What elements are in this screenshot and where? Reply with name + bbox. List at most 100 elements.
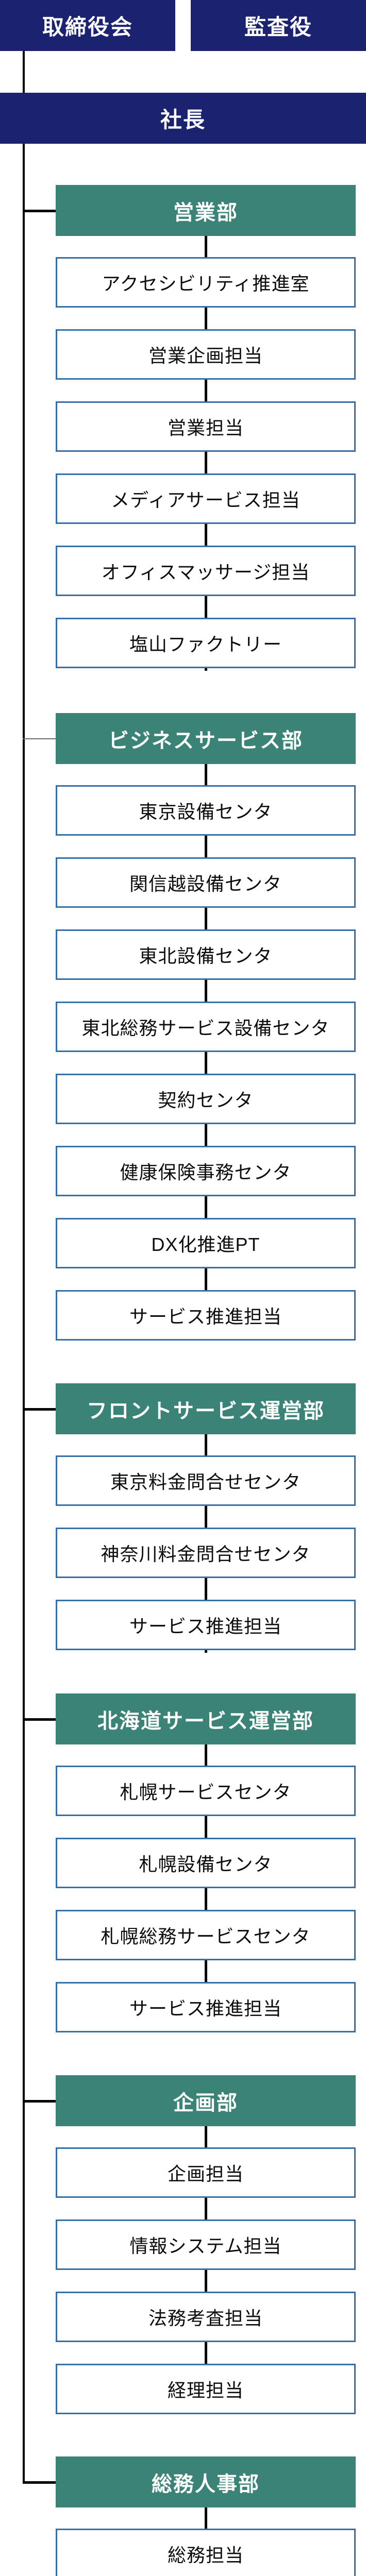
board-president-connector-line — [23, 51, 25, 93]
unit-connector-line — [205, 1816, 207, 1838]
unit-box: 営業企画担当 — [56, 329, 356, 380]
unit-box: 札幌設備センタ — [56, 1838, 356, 1888]
unit-box: サービス推進担当 — [56, 1600, 356, 1650]
unit-box: 東京料金問合せセンタ — [56, 1455, 356, 1506]
unit-box: 企画担当 — [56, 2147, 356, 2198]
unit-connector-line — [205, 2198, 207, 2219]
unit-box-label: オフィスマッサージ担当 — [101, 562, 310, 583]
unit-connector-line — [205, 1124, 207, 1146]
auditor-box: 監査役 — [191, 0, 366, 51]
unit-box-label: 札幌サービスセンタ — [120, 1782, 292, 1803]
unit-box: 関信越設備センタ — [56, 857, 356, 908]
unit-box-label: 総務担当 — [167, 2545, 244, 2566]
unit-box-label: 営業担当 — [167, 417, 244, 438]
tail-stub-line — [205, 668, 207, 671]
department-header: 営業部 — [56, 185, 356, 236]
unit-connector-line — [205, 1888, 207, 1910]
unit-connector-line — [205, 2342, 207, 2364]
unit-box: 経理担当 — [56, 2364, 356, 2414]
unit-box-label: 東京設備センタ — [139, 801, 273, 822]
unit-box: 神奈川料金問合せセンタ — [56, 1528, 356, 1578]
unit-box-label: 東北総務サービス設備センタ — [81, 1018, 330, 1039]
unit-box: 東京設備センタ — [56, 785, 356, 836]
branch-line — [23, 2481, 56, 2484]
unit-box-label: 関信越設備センタ — [129, 873, 282, 894]
unit-connector-line — [205, 308, 207, 329]
unit-box-label: DX化推進PT — [151, 1234, 260, 1255]
unit-box: アクセシビリティ推進室 — [56, 257, 356, 308]
unit-box-label: 東北設備センタ — [139, 945, 273, 967]
unit-box-label: 法務考査担当 — [148, 2308, 263, 2329]
unit-box-label: 企画担当 — [167, 2163, 244, 2184]
unit-box: 営業担当 — [56, 401, 356, 452]
unit-box: サービス推進担当 — [56, 1982, 356, 2032]
department-header: 総務人事部 — [56, 2456, 356, 2507]
unit-box-label: 札幌設備センタ — [139, 1854, 273, 1875]
department-header-label: ビジネスサービス部 — [108, 729, 303, 752]
unit-box-label: 情報システム担当 — [129, 2235, 282, 2257]
branch-line — [23, 1718, 56, 1721]
unit-connector-line — [205, 2270, 207, 2292]
department-header-label: 北海道サービス運営部 — [97, 1709, 314, 1733]
president-box: 社長 — [0, 93, 366, 144]
department-header-label: 営業部 — [173, 201, 238, 224]
unit-box-label: サービス推進担当 — [129, 1616, 282, 1637]
unit-connector-line — [205, 1268, 207, 1290]
unit-box: 法務考査担当 — [56, 2292, 356, 2342]
unit-connector-line — [205, 1506, 207, 1528]
unit-box-label: 塩山ファクトリー — [129, 634, 282, 655]
unit-box-label: 契約センタ — [158, 1090, 254, 1111]
unit-connector-line — [205, 524, 207, 546]
branch-line — [23, 2100, 56, 2103]
unit-connector-line — [205, 1578, 207, 1600]
unit-box: 塩山ファクトリー — [56, 618, 356, 668]
unit-box: 情報システム担当 — [56, 2219, 356, 2270]
department-header: 企画部 — [56, 2075, 356, 2126]
branch-line — [23, 1408, 56, 1411]
unit-box: 東北総務サービス設備センタ — [56, 1002, 356, 1052]
auditor-label: 監査役 — [244, 15, 312, 39]
unit-connector-line — [205, 2126, 207, 2147]
unit-box: オフィスマッサージ担当 — [56, 546, 356, 596]
department-header-label: フロントサービス運営部 — [87, 1399, 325, 1422]
department-header-label: 総務人事部 — [152, 2472, 260, 2496]
unit-box-label: サービス推進担当 — [129, 1306, 282, 1327]
unit-connector-line — [205, 1960, 207, 1982]
unit-box: 札幌サービスセンタ — [56, 1766, 356, 1816]
branch-line — [23, 738, 56, 739]
unit-box: サービス推進担当 — [56, 1290, 356, 1341]
unit-connector-line — [205, 2507, 207, 2529]
unit-connector-line — [205, 1744, 207, 1766]
unit-box: 健康保険事務センタ — [56, 1146, 356, 1196]
trunk-line — [23, 144, 25, 2483]
unit-box: メディアサービス担当 — [56, 473, 356, 524]
unit-connector-line — [205, 764, 207, 785]
board-box: 取締役会 — [0, 0, 175, 51]
unit-box-label: 札幌総務サービスセンタ — [101, 1926, 311, 1947]
unit-connector-line — [205, 980, 207, 1002]
unit-box-label: 営業企画担当 — [148, 345, 263, 366]
unit-box: 札幌総務サービスセンタ — [56, 1910, 356, 1960]
department-header: 北海道サービス運営部 — [56, 1693, 356, 1744]
branch-line — [23, 210, 56, 212]
board-label: 取締役会 — [42, 15, 133, 39]
unit-box: 契約センタ — [56, 1074, 356, 1124]
unit-box: DX化推進PT — [56, 1218, 356, 1268]
unit-box-label: 健康保険事務センタ — [120, 1162, 292, 1183]
department-header-label: 企画部 — [173, 2091, 238, 2114]
department-header: ビジネスサービス部 — [56, 713, 356, 764]
unit-connector-line — [205, 1196, 207, 1218]
unit-connector-line — [205, 380, 207, 401]
unit-box-label: サービス推進担当 — [129, 1998, 282, 2019]
unit-connector-line — [205, 1052, 207, 1074]
unit-connector-line — [205, 836, 207, 857]
unit-box: 東北設備センタ — [56, 929, 356, 980]
unit-box-label: アクセシビリティ推進室 — [102, 273, 310, 294]
unit-connector-line — [205, 908, 207, 929]
president-label: 社長 — [160, 108, 206, 132]
unit-connector-line — [205, 452, 207, 473]
unit-box-label: 東京料金問合せセンタ — [110, 1471, 301, 1493]
unit-box: 総務担当 — [56, 2529, 356, 2576]
unit-connector-line — [205, 1434, 207, 1455]
